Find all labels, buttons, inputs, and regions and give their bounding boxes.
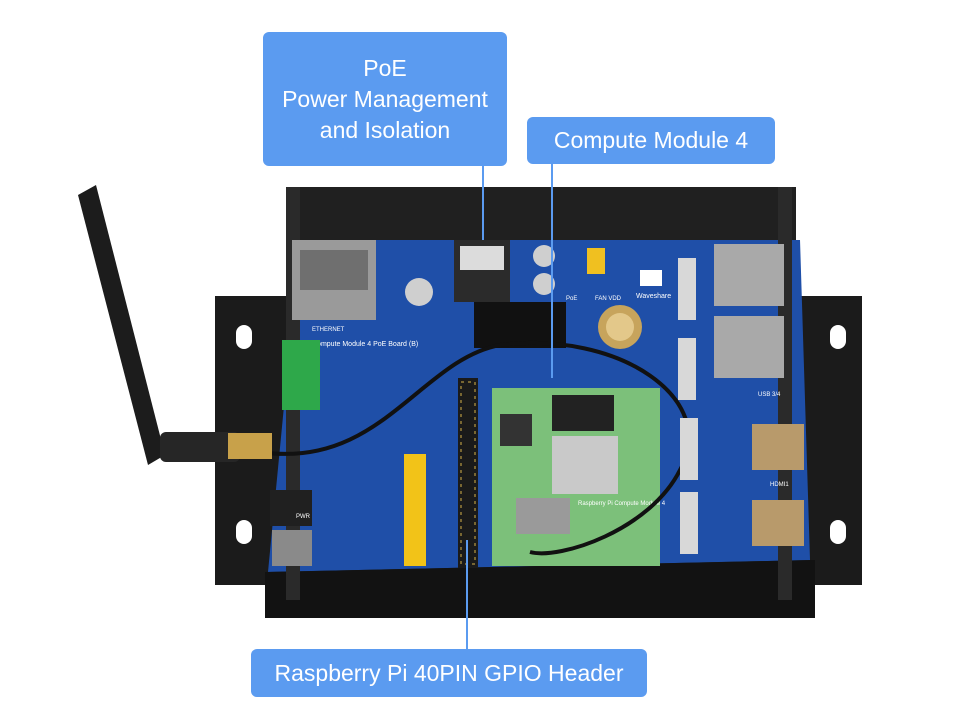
- module-label: Raspberry Pi Compute Module 4: [578, 501, 666, 507]
- ethernet-label: ETHERNET: [312, 327, 345, 333]
- fan-vdd-label: FAN VDD: [595, 296, 622, 302]
- poe-callout-line2: Power Management: [282, 85, 488, 112]
- flex-connector: [680, 492, 698, 554]
- cm4-callout-text: Compute Module 4: [553, 127, 749, 153]
- usb-c-port: [272, 530, 312, 566]
- ethernet-phy-chip: [500, 414, 532, 446]
- hdmi-port: [752, 500, 804, 546]
- hdmi-port: [752, 424, 804, 470]
- dc-power-jack: [270, 490, 312, 526]
- fan-jumper: [587, 248, 605, 274]
- gpio-callout: Raspberry Pi 40PIN GPIO Header: [251, 649, 647, 697]
- usb-port-stack: [714, 244, 784, 306]
- flex-connector: [678, 338, 696, 400]
- usb-port-stack: [714, 316, 784, 378]
- left-mount-hole-bottom: [236, 520, 252, 544]
- left-mount-hole-top: [236, 325, 252, 349]
- poe-transformer-label: [460, 246, 504, 270]
- capacitor: [533, 273, 555, 295]
- gpio-callout-text: Raspberry Pi 40PIN GPIO Header: [274, 659, 624, 686]
- pwr-label: PWR: [296, 514, 311, 520]
- usb-label: USB 3/4: [758, 392, 781, 398]
- boot-switch: [404, 454, 426, 566]
- gpio-header: [458, 378, 478, 568]
- poe-jumper-label: PoE: [566, 296, 577, 302]
- board-title: Compute Module 4 PoE Board (B): [312, 341, 418, 348]
- enclosure-front: [265, 560, 815, 618]
- rtc-battery-cell: [606, 313, 634, 341]
- wifi-antenna-icon: [78, 185, 272, 465]
- flex-connector: [680, 418, 698, 480]
- waveshare-logo-icon: [640, 270, 662, 286]
- antenna-cable: [259, 341, 691, 556]
- capacitor: [405, 278, 433, 306]
- emmc-chip: [516, 498, 570, 534]
- cm4-callout: Compute Module 4: [527, 117, 775, 164]
- poe-callout-line1: PoE: [363, 54, 407, 81]
- flex-connector: [678, 258, 696, 320]
- hdmi-label: HDMI1: [770, 482, 789, 488]
- pcie-slot: [474, 302, 566, 348]
- right-mount-hole-top: [830, 325, 846, 349]
- ethernet-port-socket: [300, 250, 368, 290]
- ram-chip: [552, 395, 614, 431]
- soc-chip: [552, 436, 618, 494]
- right-mount-hole-bottom: [830, 520, 846, 544]
- terminal-block: [282, 340, 320, 410]
- capacitor: [533, 245, 555, 267]
- poe-callout: PoE Power Management and Isolation: [263, 32, 507, 166]
- poe-callout-line3: and Isolation: [319, 116, 451, 143]
- brand-label: Waveshare: [636, 293, 671, 300]
